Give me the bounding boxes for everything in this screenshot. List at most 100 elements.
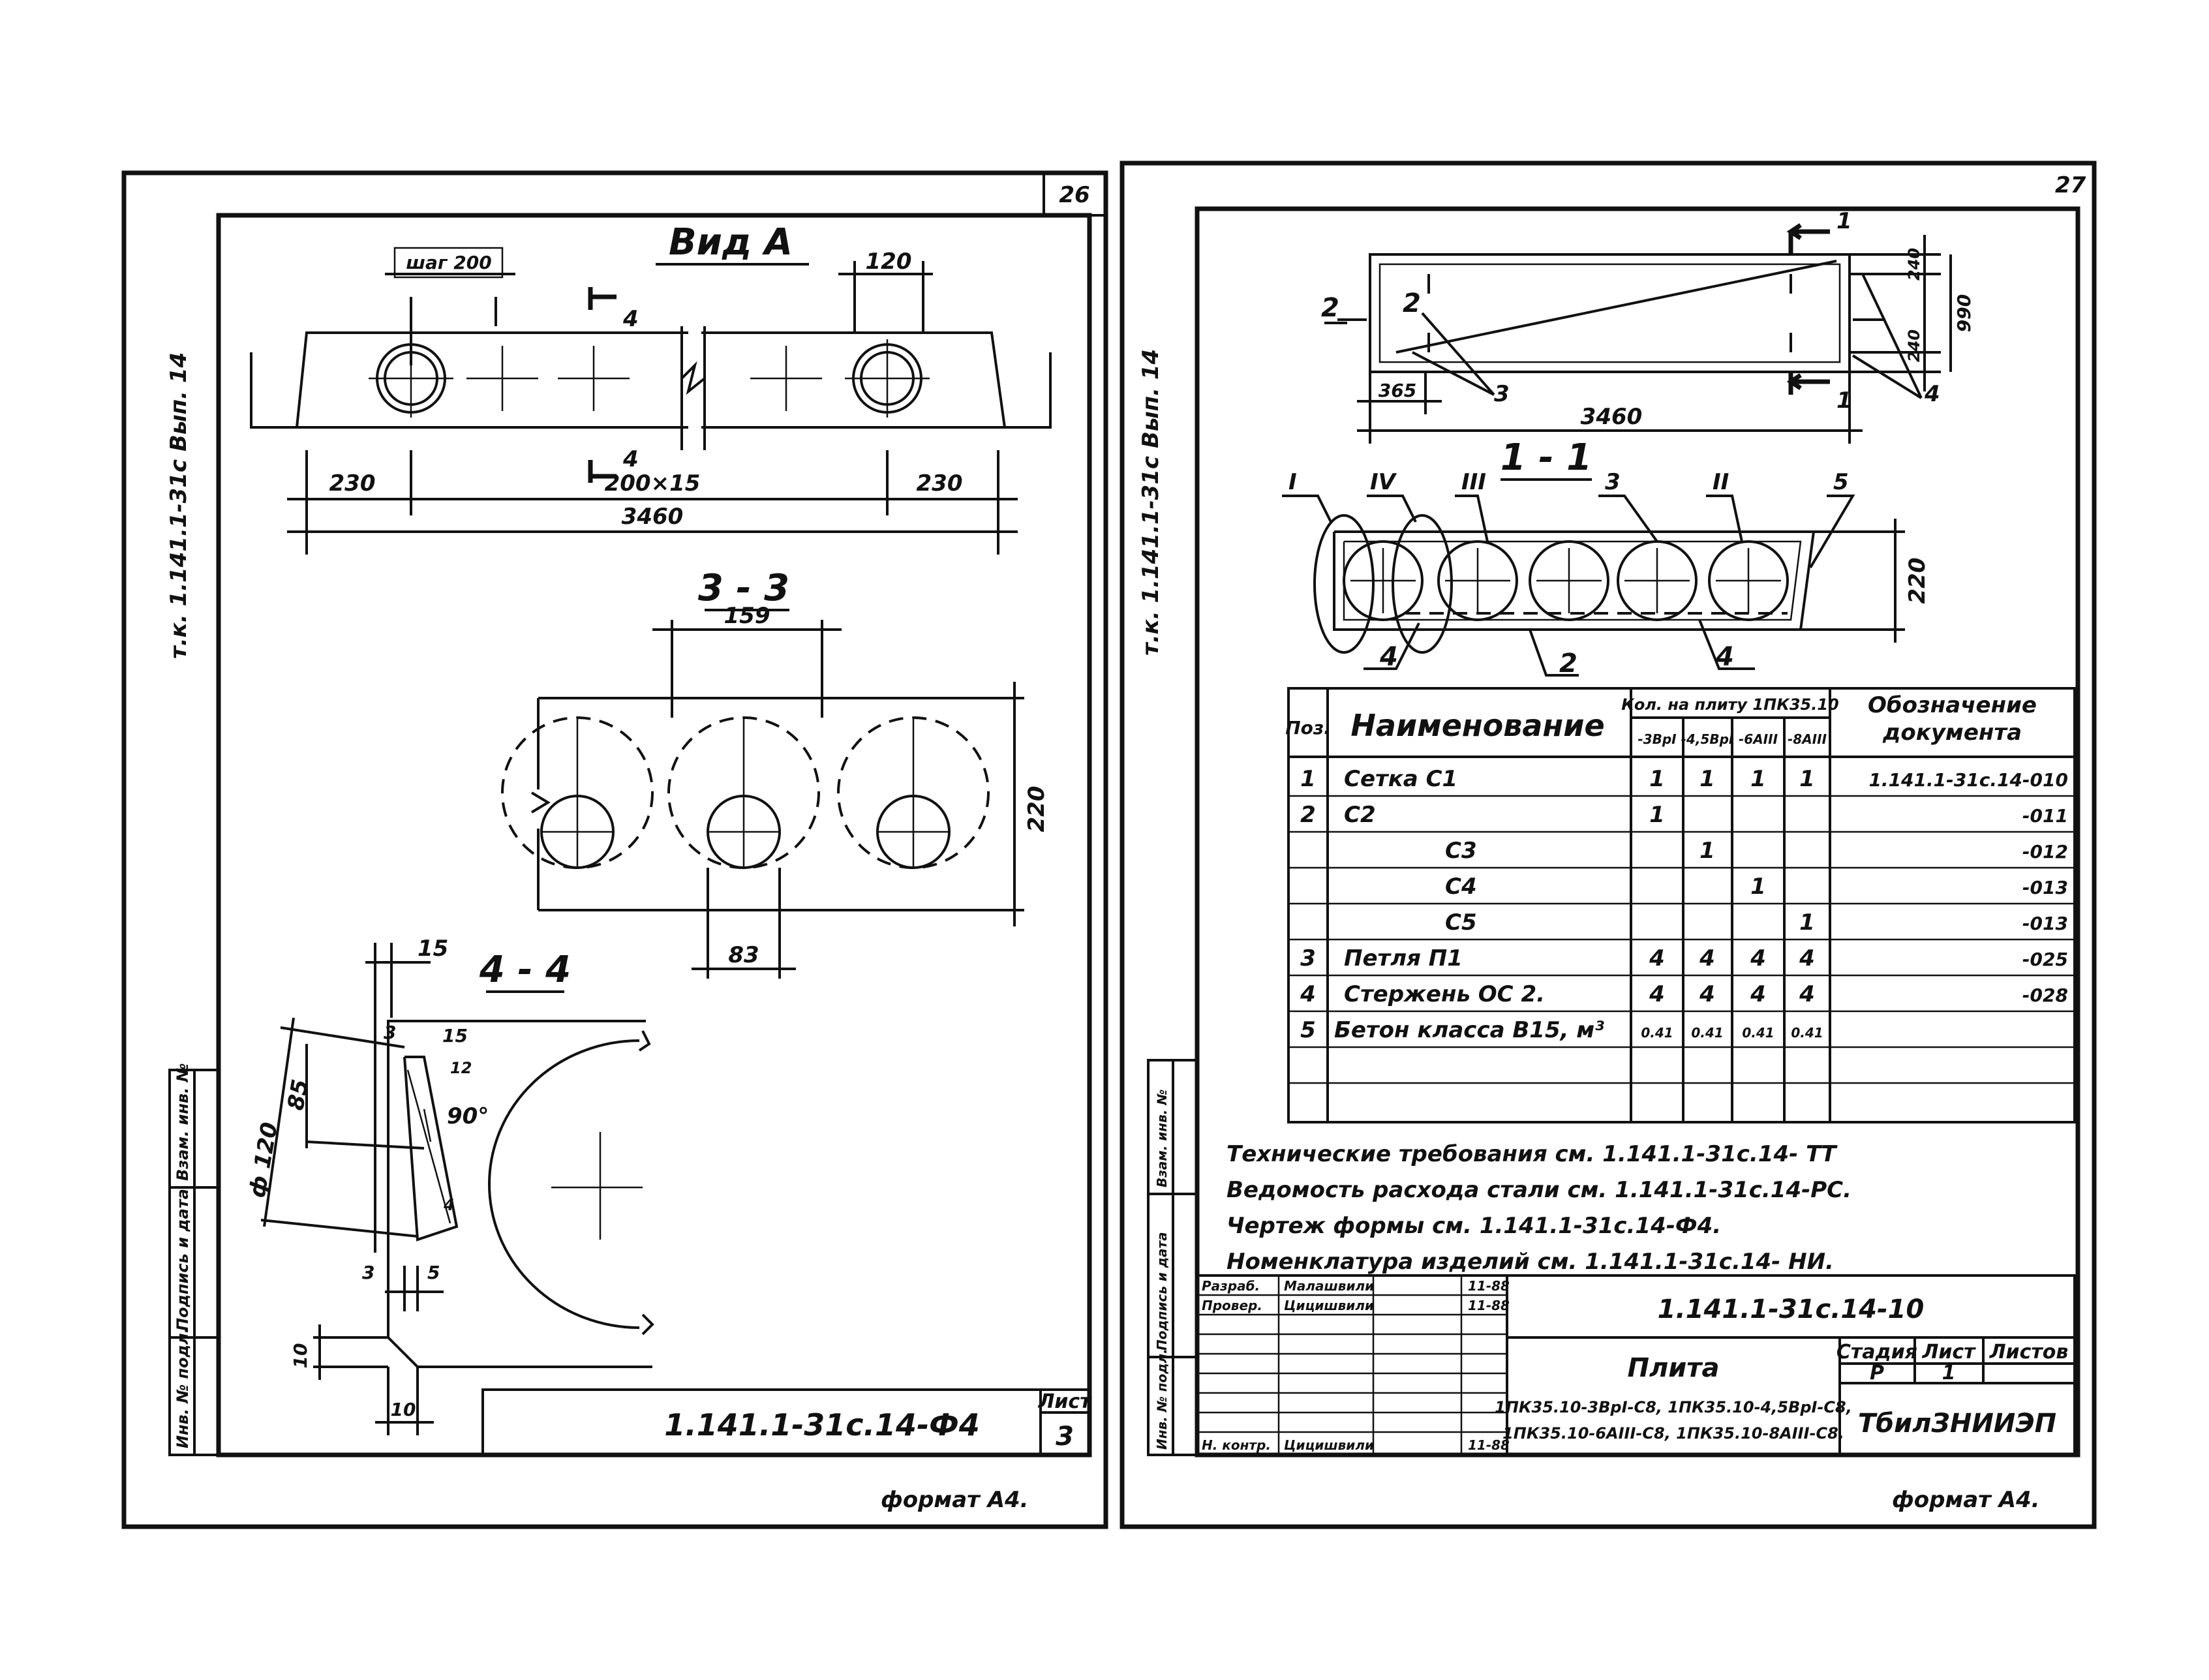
plan-dim-240-bottom: 240 <box>1905 329 1923 362</box>
spec-qty-col-4: -8АIII <box>1788 731 1827 747</box>
section-4-4-dim-12: 12 <box>450 1059 472 1077</box>
spec-row-qty: 1 <box>1799 766 1815 792</box>
spec-row-qty: 0.41 <box>1641 1025 1673 1041</box>
view-a-dim-230-left: 230 <box>329 470 376 496</box>
spec-row-qty: 1 <box>1699 838 1715 864</box>
section-3-3: 3 - 3 159 220 83 <box>501 567 1050 979</box>
spec-row-name: С5 <box>1445 909 1477 936</box>
tb-sheets-label: Листов <box>1989 1341 2069 1364</box>
spec-row-qty: 4 <box>1750 981 1766 1007</box>
section-1-1-bottom-2: 2 <box>1559 649 1577 679</box>
section-4-4-angle: 90° <box>447 1103 489 1129</box>
spec-row-doc: 1.141.1-31с.14-010 <box>1868 769 2068 791</box>
section-1-1-bottom-4-left: 4 <box>1379 642 1398 672</box>
tb-org: ТбилЗНИИЭП <box>1858 1409 2056 1439</box>
tb-item-line-1: 1ПК35.10-3ВрI-С8, 1ПК35.10-4,5ВрI-С8, <box>1495 1398 1852 1416</box>
plan-section-1-bottom: 1 <box>1836 388 1852 414</box>
tb-name-3: Цицишвили <box>1284 1437 1374 1453</box>
spec-row-qty: 1 <box>1750 766 1766 792</box>
tb-role-3: Н. контр. <box>1202 1437 1271 1453</box>
left-stamp-replace: Взам. инв. № <box>174 1063 192 1181</box>
plate-plan: 2 2 3 4 1 1 240 990 240 365 3460 <box>1321 208 1975 444</box>
spec-row-doc: -025 <box>2022 949 2068 970</box>
note-1: Технические требования см. 1.141.1-31с.1… <box>1226 1141 1838 1167</box>
section-1-1-bottom-4-right: 4 <box>1715 642 1734 672</box>
notes: Технические требования см. 1.141.1-31с.1… <box>1226 1141 1851 1275</box>
section-1-1-callout-II: II <box>1713 469 1729 495</box>
left-sheet-inner-frame <box>216 213 1092 1458</box>
plan-label-2-inner: 2 <box>1403 288 1421 318</box>
view-a-section-mark-bottom: 4 <box>622 446 639 472</box>
spec-qty-col-1: -3ВрI <box>1638 731 1677 747</box>
right-sheet: 27 т.к. 1.141.1-31с Вып. 14 2 2 3 4 1 1 … <box>1120 160 2097 1529</box>
spec-row-qty: 0.41 <box>1791 1025 1823 1041</box>
spec-row-qty: 4 <box>1799 945 1815 971</box>
left-sheet-label: Лист <box>1037 1390 1092 1413</box>
spec-header-name: Наименование <box>1350 708 1604 743</box>
right-corner-mark: 27 <box>2055 172 2086 198</box>
section-4-4-dim-phi120: ф 120 <box>244 1120 283 1200</box>
spec-row-name: Бетон класса В15, м³ <box>1334 1017 1604 1043</box>
spec-row-qty: 1 <box>1799 909 1815 936</box>
plan-label-3: 3 <box>1494 381 1510 407</box>
left-stamp-inv: Инв. № подл. <box>174 1327 192 1448</box>
section-1-1-callout-I: I <box>1288 469 1297 495</box>
right-sheet-outer-frame <box>1120 160 2097 1529</box>
tb-sheet-label: Лист <box>1921 1341 1976 1364</box>
view-a-title: Вид А <box>669 221 793 264</box>
spec-row-doc: -012 <box>2022 841 2068 863</box>
section-4-4-dim-10-left: 10 <box>290 1343 311 1369</box>
tb-date-3: 11-88 <box>1468 1437 1510 1453</box>
spec-qty-col-2: -4,5ВрI <box>1681 731 1734 747</box>
left-stamp-columns: Инв. № подл. Подпись и дата Взам. инв. № <box>168 1063 220 1456</box>
note-4: Номенклатура изделий см. 1.141.1-31с.14-… <box>1226 1249 1834 1275</box>
section-4-4-dim-15-top: 15 <box>418 936 448 962</box>
section-1-1-callout-5: 5 <box>1833 469 1849 495</box>
left-title-block: 1.141.1-31с.14-Ф4 Лист 3 <box>481 1388 1092 1455</box>
view-a-section-mark-top: 4 <box>622 306 639 332</box>
spec-header-doc: Обозначение документа <box>1868 692 2037 746</box>
section-1-1-title: 1 - 1 <box>1501 436 1592 479</box>
section-3-3-dim-159: 159 <box>724 603 770 629</box>
right-stamp-replace: Взам. инв. № <box>1154 1090 1170 1187</box>
section-4-4: 4 - 4 15 3 15 12 ф 120 85 90° 4 3 <box>244 936 654 1435</box>
section-4-4-dim-3: 3 <box>384 1022 396 1043</box>
left-sheet-number-box <box>1043 172 1107 217</box>
section-4-4-dim-10-bottom: 10 <box>391 1399 416 1420</box>
spec-row-doc: -011 <box>2022 805 2068 827</box>
spec-row-qty: 4 <box>1799 981 1815 1007</box>
section-3-3-dim-83: 83 <box>728 942 759 968</box>
spec-row-qty: 1 <box>1750 874 1766 900</box>
spec-row-name: С2 <box>1344 802 1376 828</box>
section-4-4-dim-5: 5 <box>427 1262 440 1283</box>
tb-stage-value: Р <box>1870 1362 1884 1384</box>
section-4-4-dim-15-side: 15 <box>442 1025 468 1046</box>
spec-table: Поз. Наименование Кол. на плиту 1ПК35.10… <box>1285 687 2076 1123</box>
spec-row-qty: 4 <box>1750 945 1766 971</box>
right-title-block: Разраб. Провер. Н. контр. Малашвили Цици… <box>1196 1274 2076 1456</box>
section-1-1-dim-220: 220 <box>1904 558 1930 604</box>
right-stamp-columns: Инв. № подл. Подпись и дата Взам. инв. № <box>1147 1059 1198 1456</box>
spec-row-doc: -013 <box>2022 877 2068 898</box>
spec-row-doc: -028 <box>2022 985 2068 1006</box>
spec-row-qty: 4 <box>1699 945 1715 971</box>
plan-label-2-outer: 2 <box>1321 293 1339 323</box>
spec-row-name: С3 <box>1445 838 1477 864</box>
tb-stage-label: Стадия <box>1836 1341 1917 1364</box>
spec-row-qty: 1 <box>1649 766 1665 792</box>
tb-name-2: Цицишвили <box>1284 1298 1374 1313</box>
spec-qty-col-3: -6АIII <box>1739 731 1778 747</box>
tb-role-1: Разраб. <box>1202 1278 1260 1294</box>
left-sheet: 26 т.к. 1.141.1-31с Вып. 14 Вид А <box>121 170 1108 1529</box>
view-a-dim-3460: 3460 <box>622 504 684 530</box>
section-1-1-callout-3: 3 <box>1605 469 1621 495</box>
left-sheet-value: 3 <box>1056 1422 1074 1452</box>
spec-row-pos: 5 <box>1300 1017 1316 1043</box>
spec-row-name: Петля П1 <box>1344 945 1463 971</box>
spec-row-pos: 3 <box>1300 945 1316 971</box>
note-2: Ведомость расхода стали см. 1.141.1-31с.… <box>1226 1177 1851 1203</box>
plan-dim-240-top: 240 <box>1905 248 1923 281</box>
section-4-4-dim-4: 4 <box>443 1196 455 1214</box>
